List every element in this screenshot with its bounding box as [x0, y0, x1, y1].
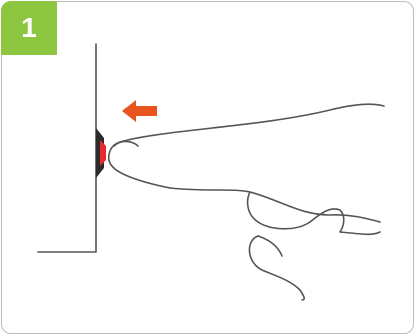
finger-icon	[107, 103, 385, 301]
step-badge: 1	[1, 1, 57, 55]
left-arrow-icon	[122, 100, 157, 122]
device-edge	[37, 43, 97, 253]
step-number: 1	[21, 12, 37, 43]
side-button-icon	[96, 128, 106, 178]
